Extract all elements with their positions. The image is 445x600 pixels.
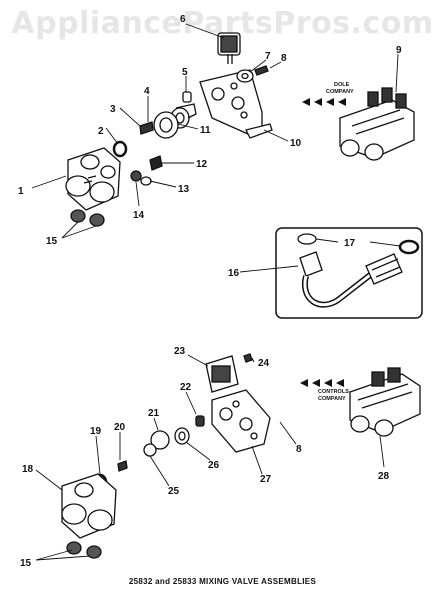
solenoid-coil-bottom <box>205 353 253 393</box>
clip-part <box>149 155 163 171</box>
diaphragm-parts-bottom <box>117 415 205 472</box>
callout-27: 27 <box>260 474 272 485</box>
callout-18: 18 <box>22 464 34 475</box>
callout-22: 22 <box>180 382 192 393</box>
callout-21: 21 <box>148 408 160 419</box>
callout-17: 17 <box>344 238 356 249</box>
callout-10: 10 <box>290 138 302 149</box>
callout-11: 11 <box>200 125 211 136</box>
callout-7: 7 <box>265 51 271 62</box>
callout-12: 12 <box>196 159 208 170</box>
dole-arrows <box>302 98 346 106</box>
dole-company-valve <box>339 87 415 161</box>
diagram-caption: 25832 and 25833 MIXING VALVE ASSEMBLIES <box>128 577 317 586</box>
inlet-screens-bottom <box>66 541 102 559</box>
callout-1: 1 <box>18 186 24 197</box>
controls-arrows <box>300 379 344 387</box>
callout-2: 2 <box>98 126 104 137</box>
hose-assembly <box>297 233 420 308</box>
callout-8-bottom: 8 <box>296 444 302 455</box>
washers <box>112 140 152 186</box>
callout-14: 14 <box>133 210 145 221</box>
company-labels: DOLE COMPANY CONTROLS COMPANY <box>318 82 354 402</box>
callout-23: 23 <box>174 346 186 357</box>
diaphragm-parts <box>139 91 197 139</box>
callout-6: 6 <box>180 14 186 25</box>
callout-24: 24 <box>258 358 270 369</box>
callout-20: 20 <box>114 422 126 433</box>
controls-company-line2: COMPANY <box>318 396 346 402</box>
callout-15-bottom: 15 <box>20 558 32 569</box>
callout-13: 13 <box>178 184 190 195</box>
callout-25: 25 <box>168 486 180 497</box>
callout-5: 5 <box>182 67 188 78</box>
valve-body-bottom <box>61 473 117 539</box>
dole-company-line1: DOLE <box>334 82 350 88</box>
callout-19: 19 <box>90 426 102 437</box>
valve-body-top <box>65 147 121 211</box>
plunger <box>236 65 269 83</box>
leader-lines <box>31 23 401 561</box>
callout-15-top: 15 <box>46 236 58 247</box>
controls-company-valve <box>349 367 421 437</box>
solenoid-coil <box>217 32 241 64</box>
callout-labels: 1 2 3 4 5 6 7 8 9 10 11 12 13 14 15 16 1… <box>18 14 402 569</box>
bracket-plate <box>199 69 273 139</box>
controls-company-line1: CONTROLS <box>318 389 349 395</box>
callout-4: 4 <box>144 86 150 97</box>
callout-3: 3 <box>110 104 116 115</box>
callout-9: 9 <box>396 45 402 56</box>
hose-frame <box>275 227 423 319</box>
callout-16: 16 <box>228 268 240 279</box>
bracket-plate-bottom <box>211 389 271 453</box>
dole-company-line2: COMPANY <box>326 89 354 95</box>
callout-8-top: 8 <box>281 53 287 64</box>
callout-26: 26 <box>208 460 220 471</box>
callout-28: 28 <box>378 471 390 482</box>
